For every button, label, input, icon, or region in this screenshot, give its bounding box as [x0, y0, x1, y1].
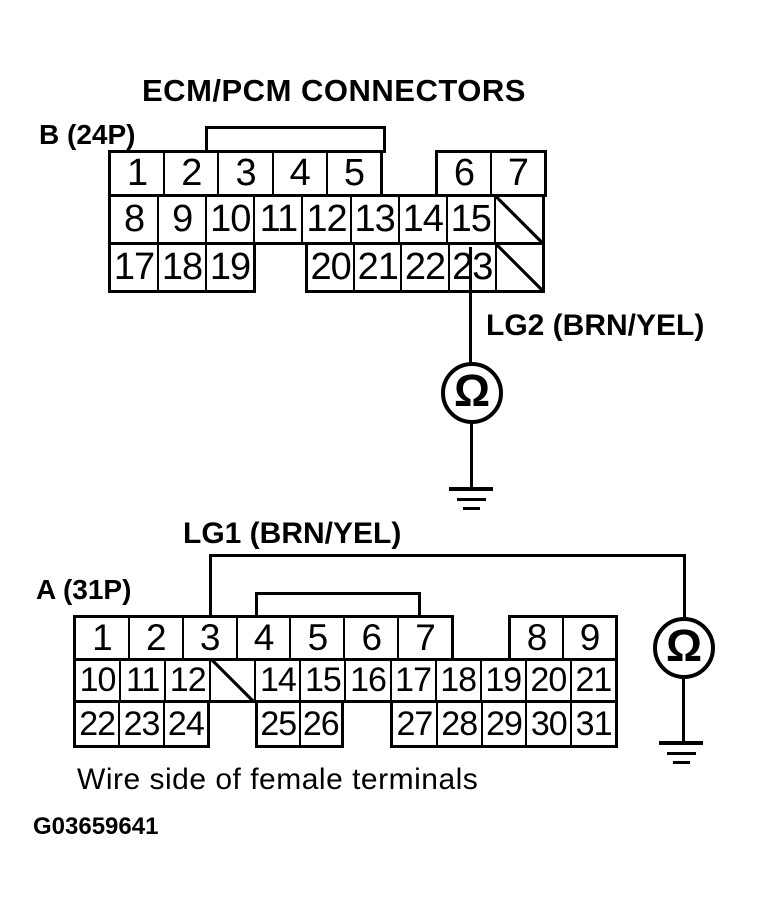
pin-cell-1: 1 [92, 617, 113, 658]
pin-cell-7: 7 [490, 152, 544, 194]
pin-cell-9: 9 [562, 617, 615, 658]
pin-cell-19: 19 [479, 661, 525, 700]
pin-cell-11: 11 [253, 197, 301, 242]
pin-cell-8: 8 [526, 617, 548, 658]
pin-cell-20: 20 [524, 661, 570, 700]
ground-bar [462, 507, 480, 510]
pin-cell-2: 2 [163, 152, 217, 194]
pin-cell-10: 10 [205, 197, 253, 242]
pin-cell-4: 4 [271, 152, 326, 194]
wire-b23-vertical [469, 247, 472, 365]
pin-cell-13: 13 [349, 197, 398, 242]
pin-cell-10: 10 [79, 661, 117, 699]
pin-cell-11: 11 [119, 661, 164, 700]
ohm-symbol: Ω [665, 620, 703, 671]
wire-lg1-horizontal [209, 554, 686, 557]
pin-cell-17: 17 [389, 661, 435, 700]
ground-bar [456, 498, 486, 501]
pin-cell-5: 5 [325, 152, 380, 194]
connector-b-label: B (24P) [39, 119, 136, 150]
pin-cell-19: 19 [205, 245, 253, 290]
wire-ohm1-to-ground [470, 422, 473, 488]
wire-lg1-to-ohmmeter [683, 554, 686, 620]
pin-cell-6: 6 [453, 152, 475, 194]
wire-lg1-to-pin-a3 [209, 554, 212, 616]
pin-cell-30: 30 [525, 703, 570, 745]
ohm-symbol: Ω [453, 365, 491, 416]
pin-cell-2: 2 [127, 617, 182, 658]
pin-cell-15: 15 [445, 197, 494, 242]
pin-cell-18: 18 [434, 661, 480, 700]
ground-bar [449, 487, 493, 491]
wire-label-lg2: LG2 (BRN/YEL) [486, 309, 705, 342]
wire-label-lg1: LG1 (BRN/YEL) [183, 517, 402, 550]
pin-cell-23: 23 [118, 703, 162, 745]
ohmmeter-icon: Ω [653, 617, 715, 679]
pin-cell-1: 1 [127, 152, 148, 194]
pin-cell-16: 16 [344, 661, 389, 700]
pin-cell-blank [494, 245, 543, 290]
caption-wire-side: Wire side of female terminals [77, 763, 479, 796]
pin-cell-7: 7 [397, 617, 451, 658]
pin-cell-8: 8 [123, 198, 145, 240]
pin-cell-29: 29 [480, 703, 526, 745]
pin-cell-14: 14 [397, 197, 446, 242]
ground-bar [666, 752, 696, 755]
pin-cell-25: 25 [260, 704, 297, 743]
ground-icon [659, 741, 703, 764]
pin-cell-14: 14 [254, 661, 299, 700]
pin-cell-27: 27 [396, 704, 433, 743]
pin-cell-20: 20 [310, 246, 351, 288]
ohmmeter-icon: Ω [441, 362, 503, 424]
pin-cell-21: 21 [353, 245, 400, 290]
pin-cell-9: 9 [157, 197, 205, 242]
pin-cell-24: 24 [162, 703, 207, 745]
pin-cell-15: 15 [299, 661, 344, 700]
pin-cell-17: 17 [113, 246, 155, 288]
pin-cell-18: 18 [157, 245, 205, 290]
pin-cell-12: 12 [164, 661, 209, 700]
pin-cell-12: 12 [301, 197, 349, 242]
pin-cell-22: 22 [400, 245, 447, 290]
ground-bar [659, 741, 703, 745]
pin-cell-31: 31 [570, 703, 615, 745]
connector-b-tab [205, 126, 386, 153]
pin-cell-26: 26 [298, 703, 342, 745]
pin-cell-5: 5 [289, 617, 343, 658]
pin-cell-6: 6 [343, 617, 397, 658]
pin-cell-3: 3 [181, 617, 236, 658]
connector-a-label: A (31P) [36, 574, 132, 605]
pin-cell-4: 4 [235, 617, 290, 658]
ground-icon [449, 487, 493, 510]
pin-cell-23: 23 [447, 245, 495, 290]
connector-a-tab [255, 592, 421, 618]
page-title: ECM/PCM CONNECTORS [142, 73, 526, 108]
pin-cell-28: 28 [435, 703, 481, 745]
pin-cell-blank [493, 197, 542, 242]
pin-cell-3: 3 [217, 152, 271, 194]
pin-cell-blank [209, 661, 255, 700]
pin-cell-21: 21 [569, 661, 615, 700]
figure-id: G03659641 [33, 813, 159, 840]
wire-ohm2-to-ground [682, 677, 685, 743]
ground-bar [672, 761, 690, 764]
pin-cell-22: 22 [79, 704, 116, 743]
